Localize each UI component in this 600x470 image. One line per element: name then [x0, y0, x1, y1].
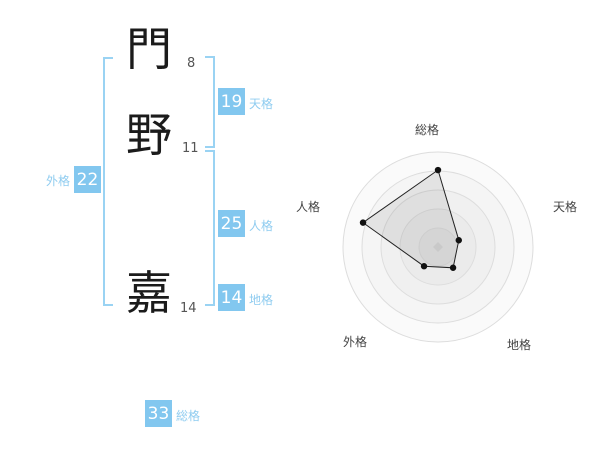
gaikaku-bracket — [103, 57, 113, 306]
soukaku-value-badge: 33 — [145, 400, 172, 427]
tenkaku-bracket — [205, 56, 215, 148]
soukaku-label: 総格 — [176, 409, 201, 423]
name-char-3: 嘉 — [126, 266, 172, 320]
radar-chart — [342, 151, 534, 343]
tenkaku-label: 天格 — [249, 97, 274, 111]
radar-label-gaikaku: 外格 — [343, 335, 368, 349]
gaikaku-label: 外格 — [45, 174, 70, 188]
jinkaku-bracket — [205, 150, 215, 306]
radar-label-tenkaku: 天格 — [553, 200, 578, 214]
jinkaku-value-badge: 25 — [218, 210, 245, 237]
radar-label-soukaku: 総格 — [415, 123, 440, 137]
name-char-1-strokes: 8 — [187, 56, 196, 71]
name-char-2-strokes: 11 — [182, 141, 199, 156]
name-char-2: 野 — [126, 108, 172, 162]
radar-label-chikaku: 地格 — [507, 338, 532, 352]
chikaku-value-badge: 14 — [218, 284, 245, 311]
gaikaku-value-badge: 22 — [74, 166, 101, 193]
tenkaku-value-badge: 19 — [218, 88, 245, 115]
name-char-1: 門 — [126, 22, 172, 76]
chikaku-label: 地格 — [249, 293, 274, 307]
radar-label-jinkaku: 人格 — [296, 200, 321, 214]
name-char-3-strokes: 14 — [180, 301, 197, 316]
jinkaku-label: 人格 — [249, 219, 274, 233]
